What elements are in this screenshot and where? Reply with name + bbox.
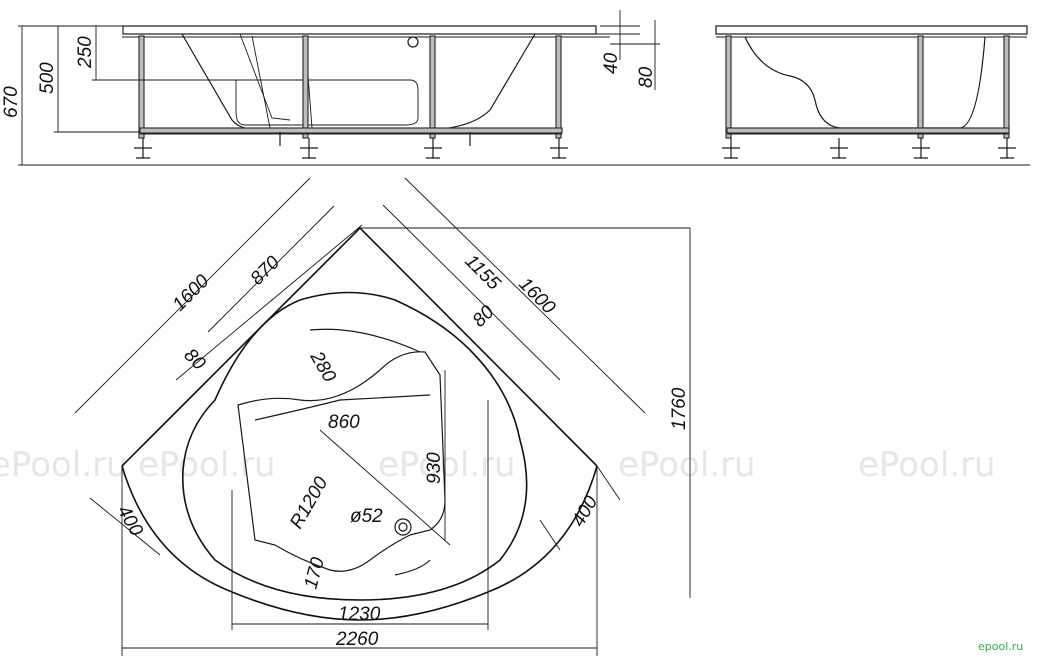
brand-logo: epool.ru <box>978 640 1023 653</box>
dim-inner-left: 870 <box>247 252 285 290</box>
dim-height-seat: 250 <box>75 36 96 69</box>
watermark-5: ePool.ru <box>858 445 996 485</box>
dim-height-total: 670 <box>1 86 22 118</box>
dim-radius: R1200 <box>286 473 332 532</box>
dim-seat-length: 860 <box>328 412 360 433</box>
dim-side-left: 1600 <box>169 270 214 315</box>
side-view-front: 670 500 250 40 80 <box>1 10 1030 166</box>
plan-view: 1600 870 80 1155 1600 80 280 860 930 R12… <box>74 177 691 656</box>
dim-end-left: 400 <box>113 502 147 540</box>
dim-bottom-width: 1230 <box>338 604 381 625</box>
side-view-end <box>715 25 1028 159</box>
watermark-row: ePool.ru ePool.ru ePool.ru ePool.ru ePoo… <box>0 445 996 485</box>
dim-drain: ø52 <box>350 506 383 527</box>
dim-rim-40: 40 <box>601 52 622 74</box>
frame-legs <box>134 35 568 159</box>
dim-total-width: 2260 <box>335 629 379 650</box>
dim-rim-right: 80 <box>469 301 499 331</box>
watermark-1: ePool.ru <box>0 445 128 485</box>
dim-height-body: 500 <box>37 62 58 94</box>
dim-basin-depth: 930 <box>424 452 445 484</box>
dim-seat-depth: 280 <box>305 347 340 386</box>
watermark-2: ePool.ru <box>138 445 276 485</box>
dim-total-height: 1760 <box>669 387 690 430</box>
dim-rim-left: 80 <box>179 345 209 375</box>
dim-rim-80: 80 <box>636 66 657 88</box>
watermark-3: ePool.ru <box>378 445 516 485</box>
dim-side-right: 1600 <box>514 274 559 319</box>
watermark-4: ePool.ru <box>618 445 756 485</box>
